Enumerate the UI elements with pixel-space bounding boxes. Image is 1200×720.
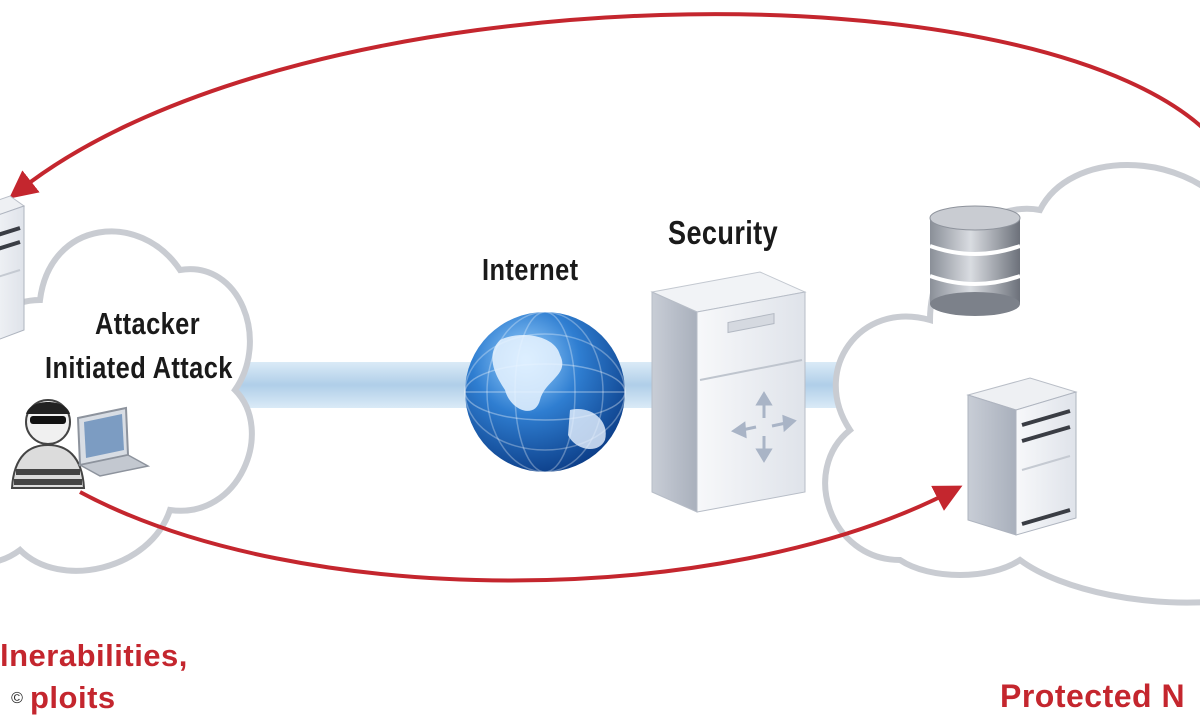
server-icon xyxy=(966,377,1078,536)
protected-network-label: Protected N xyxy=(1000,678,1186,714)
exploit-return-arrow xyxy=(8,12,1200,199)
laptop-icon xyxy=(76,406,151,477)
internet-label: Internet xyxy=(482,252,579,287)
database-icon xyxy=(929,205,1021,316)
attack-arrow xyxy=(79,485,963,583)
security-label: Security xyxy=(668,214,779,251)
copyright-symbol: © xyxy=(6,688,28,710)
vulnerabilities-label-line2: ploits xyxy=(30,680,116,715)
attacker-server-icon xyxy=(0,195,26,340)
attacker-label-line2: Initiated Attack xyxy=(45,350,233,385)
firewall-router-icon xyxy=(650,271,807,513)
globe-icon xyxy=(464,311,626,473)
attacker-label-line1: Attacker xyxy=(95,306,201,341)
vulnerabilities-label-line1: lnerabilities, xyxy=(0,638,188,673)
attacker-cloud xyxy=(0,228,255,574)
attacker-icon xyxy=(10,399,86,489)
